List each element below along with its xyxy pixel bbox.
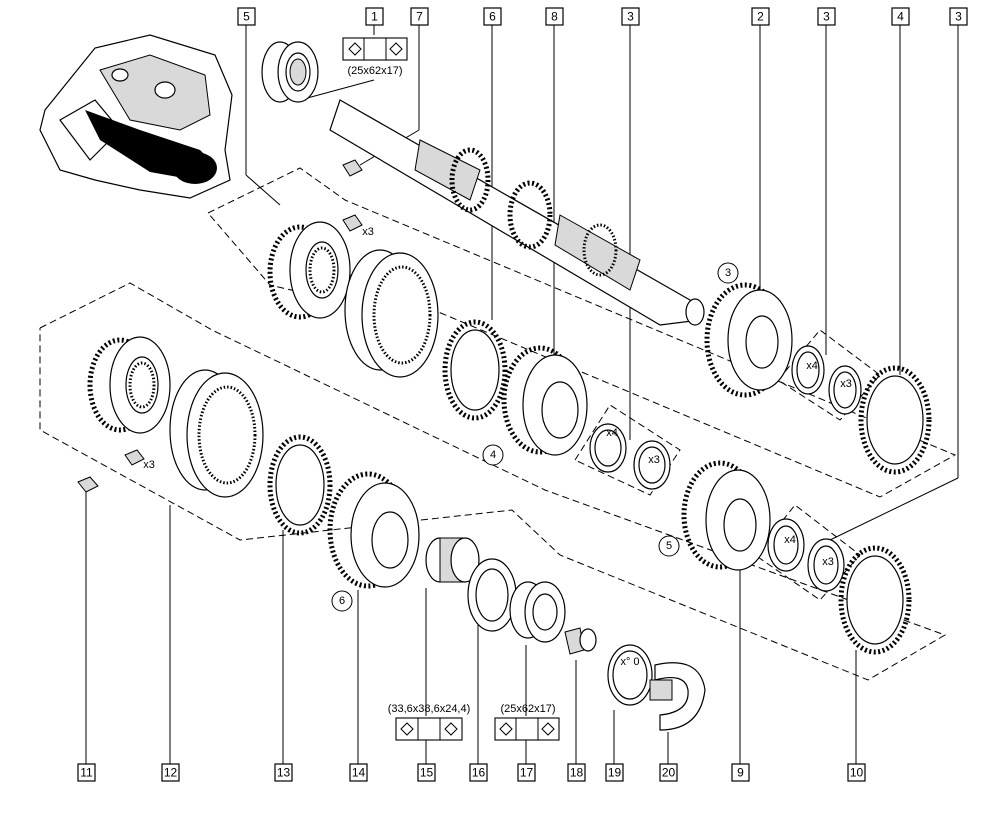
bearing-spec-top-text: (25x62x17) [347, 65, 402, 77]
ring-set-3b-x4: x4 [806, 360, 818, 372]
callout-3b-label: 3 [823, 10, 830, 24]
circlip-19[interactable]: x° 0 [607, 644, 653, 706]
bearing-1[interactable] [261, 41, 319, 103]
callout-10-label: 10 [850, 766, 864, 780]
needle-bearing-15[interactable] [425, 537, 480, 583]
bolt-18[interactable] [564, 627, 597, 655]
bearing-spec-needle: (33,6x38,6x24,4) [388, 703, 471, 741]
callout-5[interactable]: 5 [237, 7, 256, 26]
callout-4[interactable]: 4 [891, 7, 910, 26]
step-marker-5: 5 [658, 535, 680, 557]
step-marker-3: 3 [717, 262, 739, 284]
callout-20[interactable]: 20 [659, 763, 678, 782]
step-marker-6: 6 [331, 590, 353, 612]
callout-16-label: 16 [472, 766, 486, 780]
callout-18-label: 18 [570, 766, 584, 780]
main-shaft[interactable] [329, 99, 705, 326]
key-11[interactable]: x3 [77, 449, 155, 493]
assembly-boundaries [39, 167, 957, 681]
synchro-ring-13[interactable] [267, 434, 333, 536]
callout-13-label: 13 [277, 766, 291, 780]
callout-11[interactable]: 11 [77, 763, 96, 782]
synchro-hub-5[interactable] [267, 221, 351, 320]
step-marker-4: 4 [482, 444, 504, 466]
bearing-spec-lower-text: (25x62x17) [500, 703, 555, 715]
ring-set-3a-x3: x3 [648, 454, 660, 466]
gear-8[interactable] [501, 345, 588, 456]
bearing-spec-needle-text: (33,6x38,6x24,4) [388, 703, 471, 715]
ring-set-3b-x3: x3 [840, 378, 852, 390]
callout-14[interactable]: 14 [349, 763, 368, 782]
synchro-sleeve-12[interactable] [169, 369, 264, 498]
svg-text:6: 6 [339, 595, 345, 607]
gearbox-housing-thumbnail [39, 34, 233, 199]
gear-14[interactable] [327, 471, 420, 589]
bearing-spec-lower: (25x62x17) [494, 703, 560, 741]
svg-text:4: 4 [490, 449, 496, 461]
callout-2[interactable]: 2 [751, 7, 770, 26]
bearing-spec-top: (25x62x17) [342, 37, 408, 77]
ring-set-3c-x3: x3 [822, 556, 834, 568]
callout-17-label: 17 [520, 766, 534, 780]
svg-text:3: 3 [725, 267, 731, 279]
leader-lines [85, 25, 959, 764]
callout-1-label: 1 [371, 10, 378, 24]
callout-2-label: 2 [757, 10, 764, 24]
callout-16[interactable]: 16 [469, 763, 488, 782]
key-7[interactable]: x3 [342, 159, 374, 238]
callout-3b[interactable]: 3 [817, 7, 836, 26]
callout-19-label: 19 [608, 766, 622, 780]
synchro-hub-12[interactable] [87, 336, 171, 434]
ring-set-3a-x4: x4 [606, 427, 618, 439]
synchro-ring-4[interactable] [858, 365, 932, 475]
callout-6-label: 6 [489, 10, 496, 24]
gear-2[interactable] [704, 282, 793, 398]
synchro-ring-set-3a[interactable]: x4 x3 [589, 423, 671, 490]
callout-3a-label: 3 [627, 10, 634, 24]
callout-14-label: 14 [352, 766, 366, 780]
callout-3c-label: 3 [955, 10, 962, 24]
callout-9-label: 9 [737, 766, 744, 780]
synchro-ring-6[interactable] [442, 319, 508, 421]
callout-3c[interactable]: 3 [949, 7, 968, 26]
callout-20-label: 20 [662, 766, 676, 780]
callout-9[interactable]: 9 [731, 763, 750, 782]
callout-7-label: 7 [416, 10, 423, 24]
synchro-sleeve-5[interactable] [344, 249, 439, 378]
key-11-quantity: x3 [143, 459, 155, 471]
callout-13[interactable]: 13 [274, 763, 293, 782]
callout-17[interactable]: 17 [517, 763, 536, 782]
callout-6[interactable]: 6 [483, 7, 502, 26]
gear-9[interactable] [681, 460, 771, 571]
washer-16[interactable] [467, 558, 517, 632]
svg-text:5: 5 [666, 540, 672, 552]
callout-18[interactable]: 18 [567, 763, 586, 782]
callout-12[interactable]: 12 [161, 763, 180, 782]
callout-15-label: 15 [420, 766, 434, 780]
callout-10[interactable]: 10 [847, 763, 866, 782]
callout-15[interactable]: 15 [417, 763, 436, 782]
synchro-ring-set-3b[interactable]: x4 x3 [791, 345, 862, 415]
callout-11-label: 11 [80, 766, 93, 780]
circlip-19-marking: x° 0 [620, 656, 639, 668]
bearing-17[interactable] [509, 581, 566, 643]
callout-3a[interactable]: 3 [621, 7, 640, 26]
ring-set-3c-x4: x4 [784, 534, 796, 546]
callout-19[interactable]: 19 [605, 763, 624, 782]
synchro-ring-set-3c[interactable]: x4 x3 [767, 518, 845, 592]
callout-1[interactable]: 1 [365, 7, 384, 26]
callout-4-label: 4 [897, 10, 904, 24]
callout-8-label: 8 [551, 10, 558, 24]
callout-5-label: 5 [243, 10, 250, 24]
callout-12-label: 12 [164, 766, 178, 780]
synchro-ring-10[interactable] [838, 545, 912, 655]
plate-20[interactable] [649, 662, 706, 731]
callout-7[interactable]: 7 [410, 7, 429, 26]
callout-8[interactable]: 8 [545, 7, 564, 26]
key-7-quantity: x3 [362, 226, 374, 238]
